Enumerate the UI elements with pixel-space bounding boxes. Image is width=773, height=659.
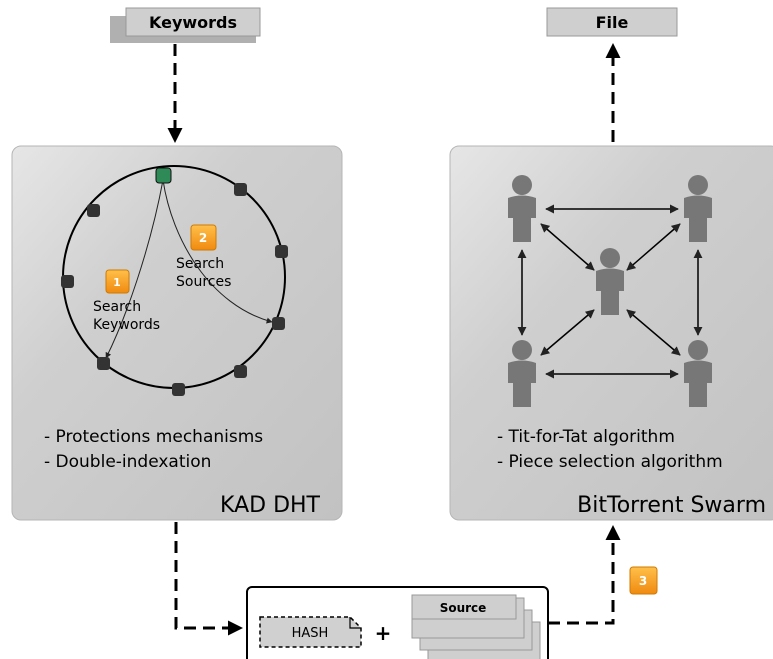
peer-link xyxy=(626,309,681,356)
bittorrent-swarm-panel: - Tit-for-Tat algorithm - Piece selectio… xyxy=(449,145,773,521)
peer-body xyxy=(508,195,536,242)
step-1-label-line1: Search xyxy=(93,299,141,315)
peers xyxy=(508,175,712,407)
peer-head xyxy=(688,340,708,360)
hash-label: HASH xyxy=(292,626,329,641)
dht-node xyxy=(61,275,74,288)
peer-icon xyxy=(596,248,624,315)
peer-body xyxy=(508,360,536,407)
kad-bullet-1: - Protections mechanisms xyxy=(44,427,263,447)
step-1-label-line2: Keywords xyxy=(93,317,160,333)
peer-body xyxy=(596,268,624,315)
peer-head xyxy=(512,175,532,195)
step-3-number: 3 xyxy=(639,574,647,588)
file-tag-box xyxy=(546,7,678,37)
dht-node xyxy=(275,245,288,258)
kad-to-box-arrow xyxy=(174,522,243,636)
peer-link xyxy=(626,223,681,271)
peer-icon xyxy=(684,340,712,407)
dht-node xyxy=(272,317,285,330)
source-tag-box xyxy=(411,594,517,620)
source-label: Source xyxy=(440,601,487,615)
peer-links xyxy=(517,204,703,379)
kad-dht-panel: 1 Search Keywords 2 Search Sources - Pro… xyxy=(11,145,343,521)
kad-panel-title: KAD DHT xyxy=(220,493,321,518)
swarm-bullet-1: - Tit-for-Tat algorithm xyxy=(497,427,675,447)
step-2-number: 2 xyxy=(199,231,207,245)
dht-node xyxy=(87,204,100,217)
kad-bullet-2: - Double-indexation xyxy=(44,452,211,472)
keywords-tag-box xyxy=(125,7,261,37)
step-1-badge xyxy=(105,269,130,294)
dht-node xyxy=(172,383,185,396)
step-2-label-line2: Sources xyxy=(176,274,231,290)
step-2-badge xyxy=(190,224,217,251)
dht-node xyxy=(97,357,110,370)
peer-body xyxy=(684,195,712,242)
file-tag: File xyxy=(546,7,678,37)
peer-link xyxy=(540,223,595,271)
peer-link xyxy=(540,309,595,356)
dht-root-node xyxy=(155,167,172,184)
dht-node xyxy=(234,365,247,378)
dht-node xyxy=(234,183,247,196)
peer-head xyxy=(688,175,708,195)
peer-body xyxy=(684,360,712,407)
peer-icon xyxy=(508,175,536,242)
kad-panel-box xyxy=(11,145,343,521)
plus-sign: + xyxy=(375,621,392,645)
box-to-swarm-arrow xyxy=(548,525,621,625)
search-sources-arrow xyxy=(162,179,273,324)
peer-head xyxy=(600,248,620,268)
keywords-label: Keywords xyxy=(149,13,237,32)
hash-source-box: HASH + Source xyxy=(246,586,549,659)
peer-icon xyxy=(508,340,536,407)
step-3-badge xyxy=(629,566,658,595)
file-label: File xyxy=(596,13,629,32)
swarm-bullet-2: - Piece selection algorithm xyxy=(497,452,723,472)
swarm-panel-title: BitTorrent Swarm xyxy=(577,493,766,518)
hash-doc-fold xyxy=(349,617,361,629)
step-2-label-line1: Search xyxy=(176,256,224,272)
search-keywords-arrow xyxy=(105,179,164,359)
step-1-number: 1 xyxy=(113,276,121,289)
peer-head xyxy=(512,340,532,360)
keywords-tag: Keywords xyxy=(110,7,261,43)
hash-document-icon xyxy=(259,616,362,648)
peer-icon xyxy=(684,175,712,242)
